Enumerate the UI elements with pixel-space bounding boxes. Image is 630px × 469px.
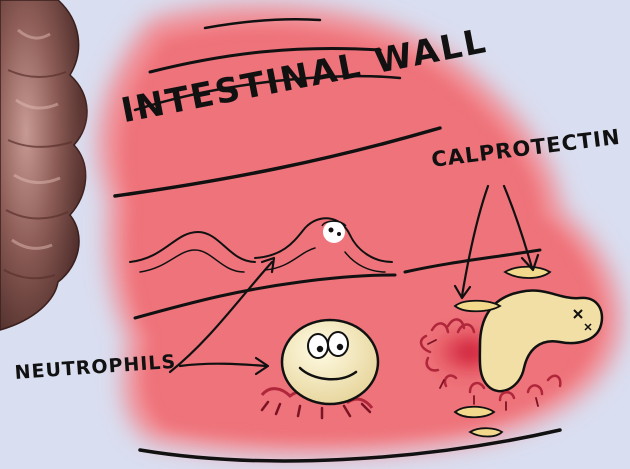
colon-illustration: [0, 0, 87, 330]
